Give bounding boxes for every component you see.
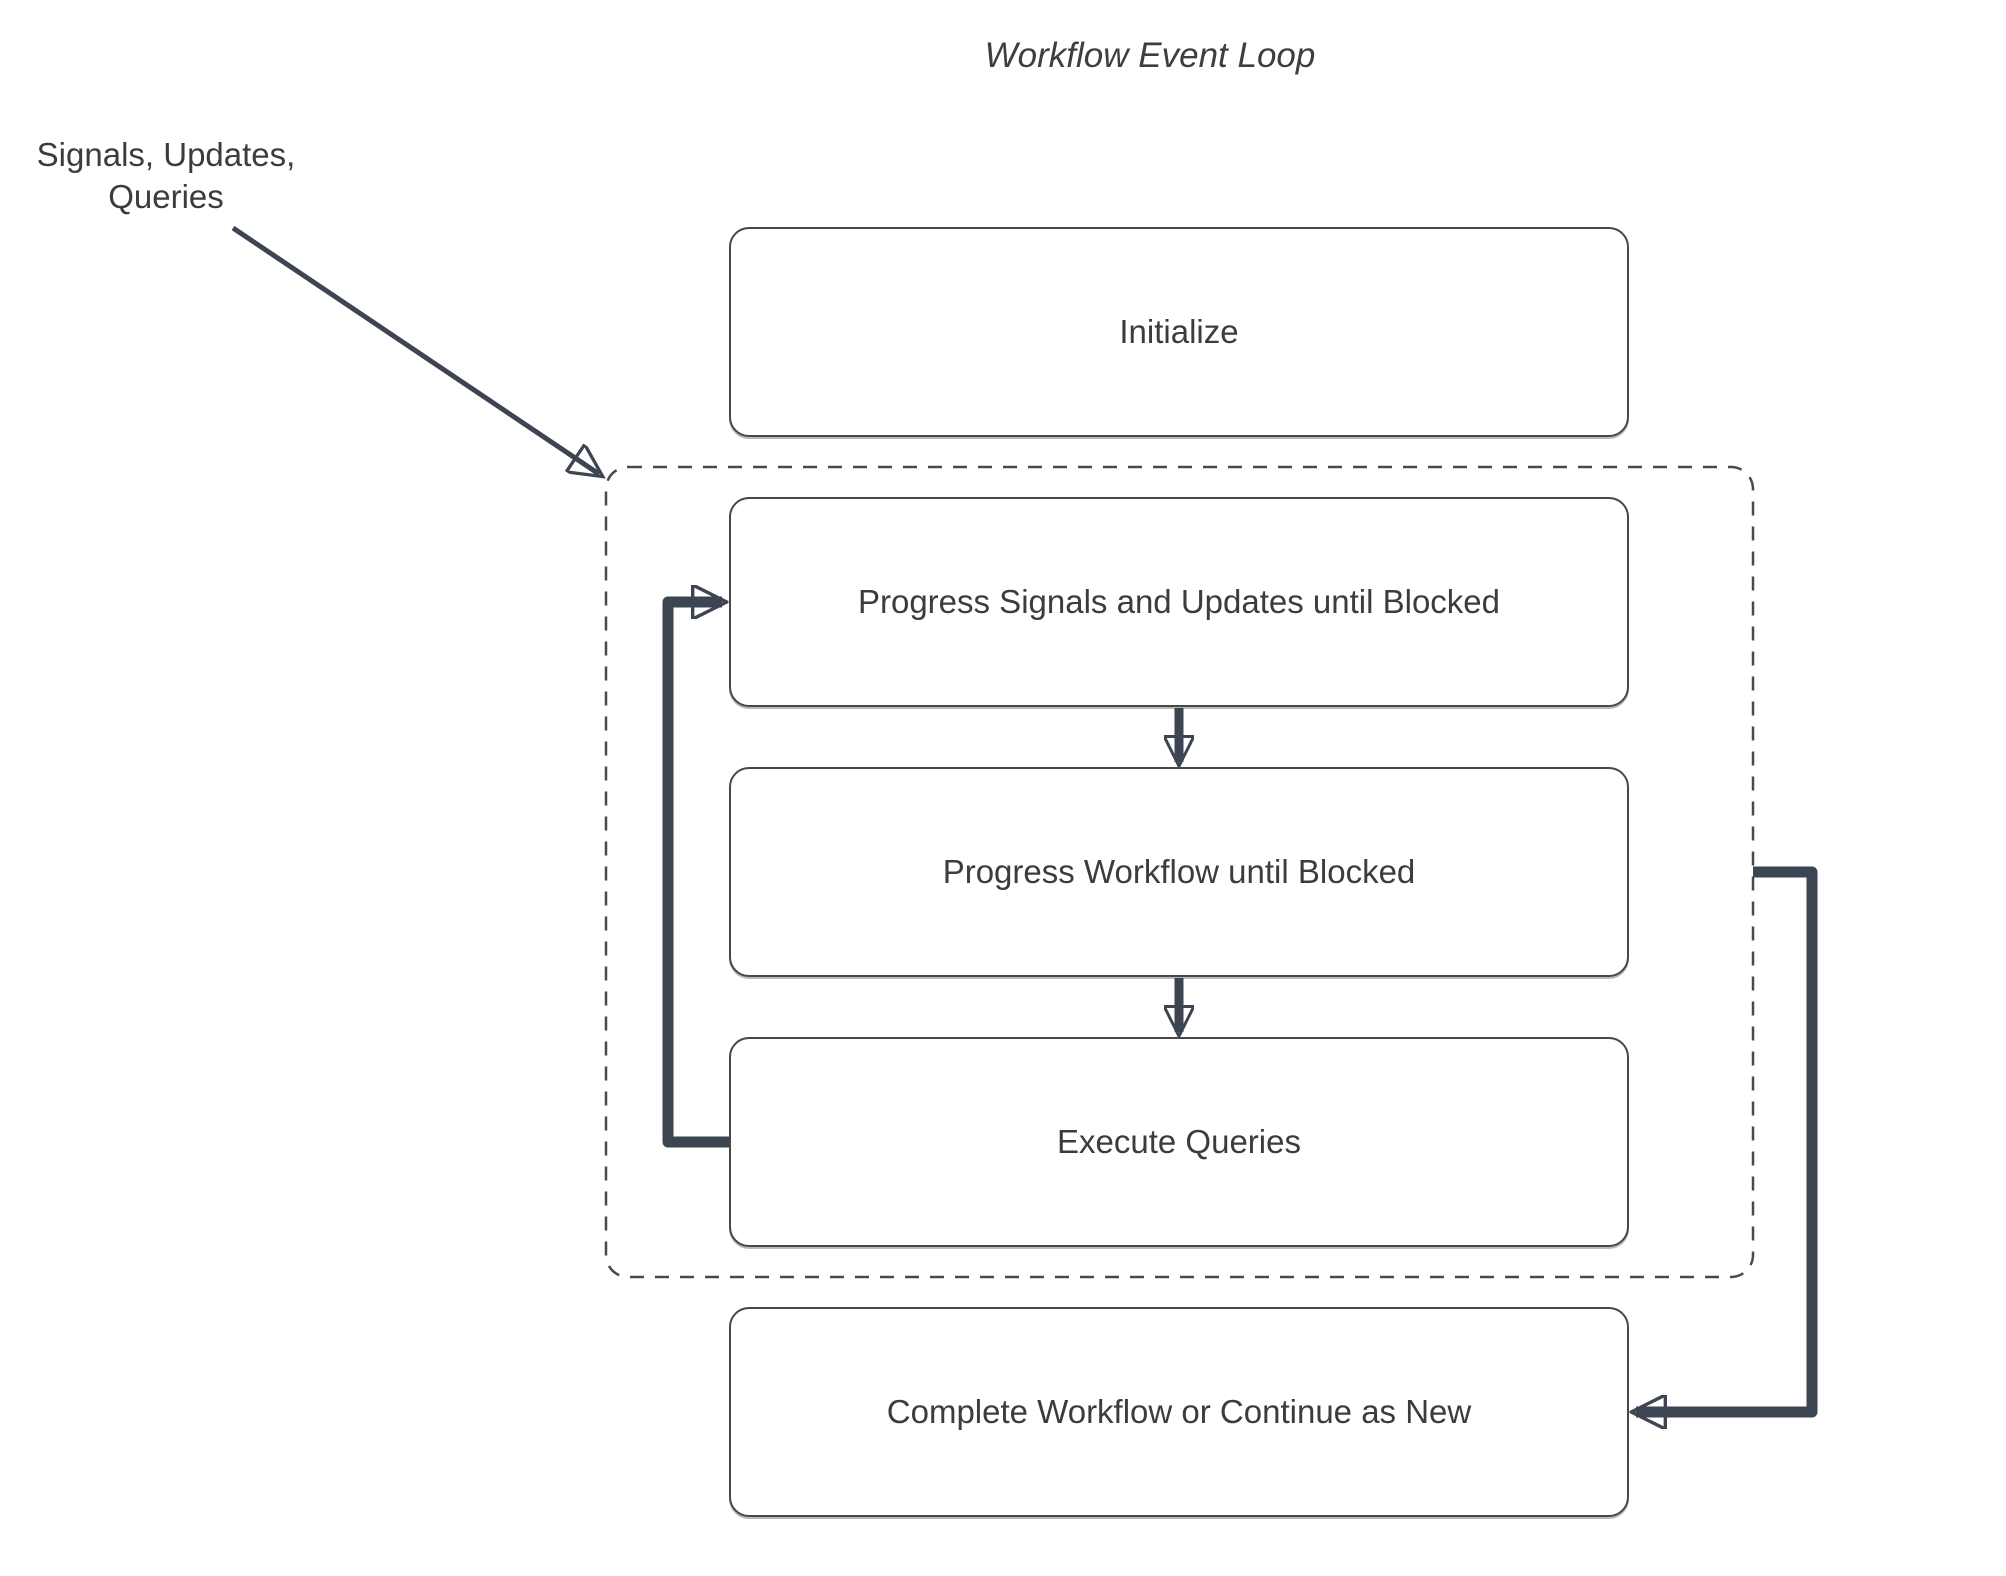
node-complete-label: Complete Workflow or Continue as New [886,1393,1472,1430]
diagram-title: Workflow Event Loop [984,36,1316,75]
arrow-execute-queries-to-progress-signals [662,602,729,1148]
node-progress-workflow-label: Progress Workflow until Blocked [942,853,1416,890]
node-progress-signals-label: Progress Signals and Updates until Block… [857,583,1501,620]
node-progress-workflow: Progress Workflow until Blocked [729,767,1629,977]
node-progress-signals: Progress Signals and Updates until Block… [729,497,1629,707]
node-execute-queries-label: Execute Queries [1057,1123,1301,1160]
node-complete: Complete Workflow or Continue as New [729,1307,1629,1517]
arrow-loop-to-complete [1636,866,1818,1412]
node-initialize: Initialize [729,227,1629,437]
arrow-signals-to-loop [231,225,599,474]
external-events-label: Signals, Updates, Queries [36,136,296,215]
node-execute-queries: Execute Queries [729,1037,1629,1247]
node-initialize-label: Initialize [1119,313,1239,350]
